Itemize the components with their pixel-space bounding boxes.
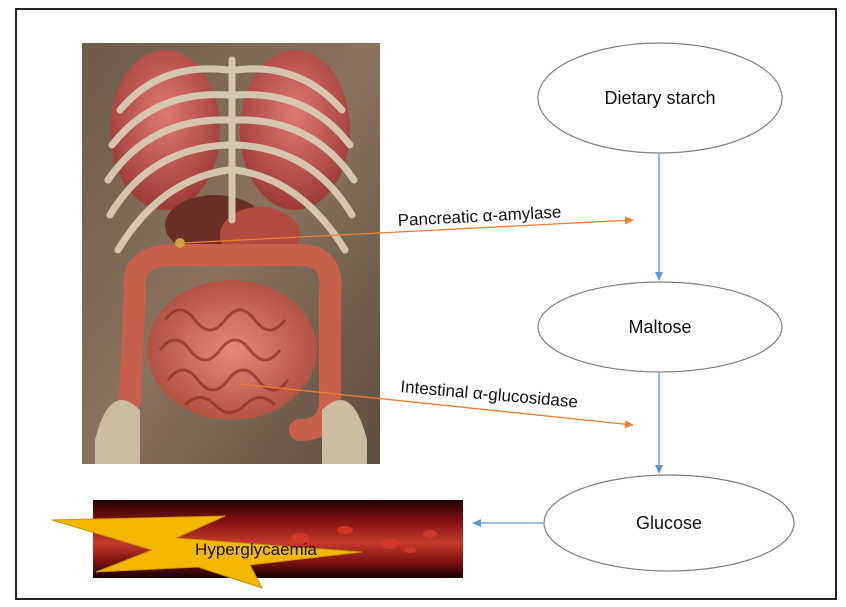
dietary-starch-label: Dietary starch <box>604 88 715 108</box>
maltose-label: Maltose <box>628 317 691 337</box>
glucose-label: Glucose <box>636 513 702 533</box>
hyperglycaemia-label: Hyperglycaemia <box>195 540 317 559</box>
anatomy-image <box>82 43 380 464</box>
node-maltose: Maltose <box>538 282 782 372</box>
node-glucose: Glucose <box>544 475 794 571</box>
glucosidase-label: Intestinal α-glucosidase <box>400 377 579 411</box>
amylase-label: Pancreatic α-amylase <box>397 202 562 230</box>
node-dietary-starch: Dietary starch <box>538 43 782 153</box>
